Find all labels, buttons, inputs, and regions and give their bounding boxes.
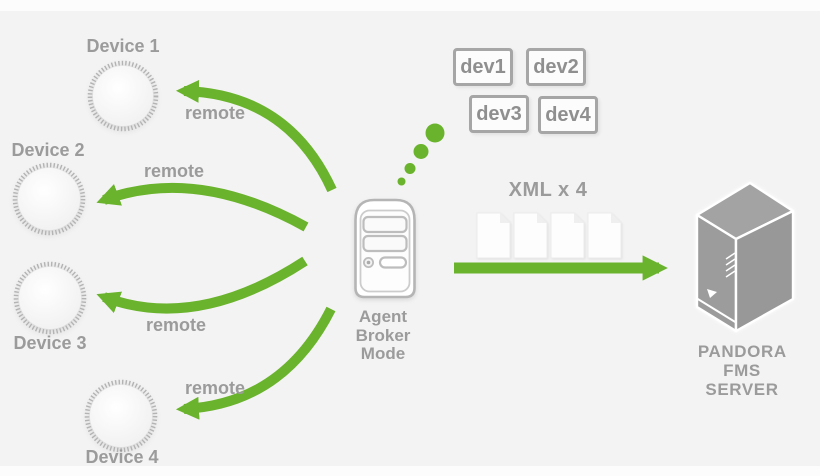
xml-x4-label: XML x 4 <box>508 179 588 201</box>
device4-label: Device 4 <box>85 447 159 467</box>
agent-broker-mode-label: Agent Broker Mode <box>355 307 411 363</box>
device1-circle-icon <box>87 60 159 132</box>
remote-label-2: remote <box>143 161 205 181</box>
remote-label-4: remote <box>184 378 246 398</box>
dev-tag-box-4: dev4 <box>538 96 598 134</box>
computer-tower-icon <box>354 198 416 299</box>
dev-tag-box-3: dev3 <box>469 95 529 133</box>
remote-arrow-device2 <box>96 182 309 232</box>
dev-tag-box-1: dev1 <box>453 48 513 86</box>
remote-arrow-device1 <box>175 79 337 193</box>
device3-label: Device 3 <box>13 333 87 353</box>
green-dots-trail-icon <box>397 123 445 186</box>
device4-circle-icon <box>84 379 158 453</box>
document-icon <box>550 212 585 259</box>
device2-label: Device 2 <box>11 140 85 160</box>
remote-label-3: remote <box>145 315 207 335</box>
remote-label-1: remote <box>184 103 246 123</box>
document-icon <box>513 212 548 259</box>
remote-arrow-device3 <box>96 256 308 314</box>
device2-circle-icon <box>12 162 86 236</box>
top-white-strip <box>0 0 820 11</box>
document-icon <box>587 212 622 259</box>
pandora-fms-server-label: PANDORA FMS SERVER <box>697 342 787 399</box>
document-icon <box>476 212 511 259</box>
bottom-white-strip <box>0 466 820 476</box>
four-documents-icon <box>476 212 622 259</box>
dev-tag-box-2: dev2 <box>526 48 586 86</box>
device1-label: Device 1 <box>86 36 160 56</box>
remote-arrow-device4 <box>175 306 336 420</box>
device3-circle-icon <box>13 261 87 335</box>
server-tower-3d-icon <box>695 181 795 333</box>
